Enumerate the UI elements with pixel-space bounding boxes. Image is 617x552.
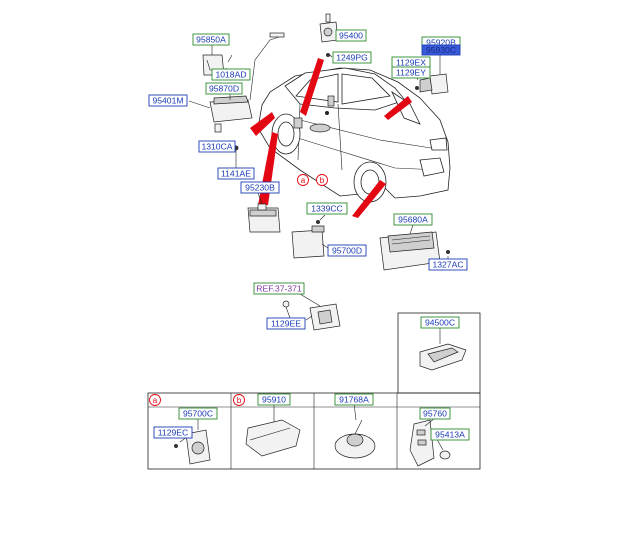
marker-b-car: b	[316, 174, 328, 186]
svg-text:95700C: 95700C	[183, 409, 213, 419]
part-label-94500c[interactable]: 94500C	[420, 316, 460, 329]
part-label-91768a[interactable]: 91768A	[334, 393, 374, 406]
key-fob-icon	[409, 419, 451, 467]
part-label-95870d[interactable]: 95870D	[205, 82, 243, 95]
svg-text:95401M: 95401M	[152, 96, 183, 106]
part-label-95930c-selected[interactable]: 95930C	[421, 44, 461, 56]
svg-text:1129EY: 1129EY	[396, 68, 426, 78]
part-label-1129ee[interactable]: 1129EE	[266, 317, 306, 330]
part-label-1249pg[interactable]: 1249PG	[332, 51, 372, 64]
svg-text:1129EE: 1129EE	[271, 319, 301, 329]
svg-text:a: a	[301, 176, 306, 185]
svg-text:95930C: 95930C	[426, 45, 456, 55]
svg-text:95910: 95910	[262, 395, 286, 405]
svg-text:1310CA: 1310CA	[201, 142, 232, 152]
part-label-95700d[interactable]: 95700D	[327, 244, 367, 257]
part-label-ref-37-371[interactable]: REF.37-371	[253, 282, 305, 295]
marker-b-cell: b	[233, 394, 245, 406]
part-label-95413a[interactable]: 95413A	[430, 428, 470, 441]
part-label-95700c[interactable]: 95700C	[178, 407, 218, 420]
svg-text:1141AE: 1141AE	[221, 169, 251, 179]
part-label-95910[interactable]: 95910	[257, 393, 291, 406]
module-95700d-part	[291, 225, 325, 259]
module-95401m-part	[209, 95, 253, 133]
part-label-95400[interactable]: 95400	[335, 29, 367, 42]
svg-text:1129EX: 1129EX	[396, 58, 426, 68]
part-label-1018ad[interactable]: 1018AD	[211, 68, 251, 81]
marker-a-cell: a	[149, 394, 161, 406]
svg-text:95870D: 95870D	[209, 84, 239, 94]
svg-text:95850A: 95850A	[196, 35, 226, 45]
relay-95230b-part	[247, 203, 281, 233]
sensor-95400-part	[319, 13, 339, 57]
detail-grid	[147, 312, 481, 470]
svg-text:1339CC: 1339CC	[311, 204, 343, 214]
svg-text:1129EC: 1129EC	[158, 428, 188, 438]
svg-text:95413A: 95413A	[435, 430, 465, 440]
svg-text:REF.37-371: REF.37-371	[256, 284, 302, 294]
handle-trim-icon	[419, 343, 467, 371]
svg-text:95700D: 95700D	[332, 246, 362, 256]
svg-text:95400: 95400	[339, 31, 363, 41]
svg-text:95760: 95760	[423, 409, 447, 419]
bolt-1339cc	[316, 220, 320, 224]
svg-text:94500C: 94500C	[425, 318, 455, 328]
module-95680a-part	[379, 231, 450, 271]
svg-text:1327AC: 1327AC	[432, 260, 463, 270]
sensor-icon	[174, 429, 211, 465]
part-label-1310ca[interactable]: 1310CA	[198, 140, 236, 153]
svg-text:b: b	[320, 176, 325, 185]
svg-text:1249PG: 1249PG	[336, 53, 368, 63]
svg-text:95230B: 95230B	[245, 183, 275, 193]
part-label-1141ae[interactable]: 1141AE	[217, 167, 255, 180]
marker-a-car: a	[297, 174, 309, 186]
svg-text:95920B: 95920B	[426, 38, 456, 48]
part-label-95680a[interactable]: 95680A	[393, 213, 433, 226]
svg-text:a: a	[153, 396, 158, 405]
grommet-icon	[334, 419, 376, 459]
svg-text:91768A: 91768A	[339, 395, 369, 405]
svg-text:1018AD: 1018AD	[215, 70, 246, 80]
part-label-1339cc[interactable]: 1339CC	[306, 202, 348, 215]
part-label-95401m[interactable]: 95401M	[148, 94, 188, 107]
airbag-module-icon	[245, 419, 301, 457]
part-label-1129ey[interactable]: 1129EY	[391, 66, 431, 79]
part-label-1327ac[interactable]: 1327AC	[428, 258, 468, 271]
part-label-1129ex[interactable]: 1129EX	[391, 56, 431, 69]
sensor-95920b-part	[415, 73, 449, 95]
part-label-1129ec[interactable]: 1129EC	[153, 426, 193, 439]
part-label-95230b[interactable]: 95230B	[240, 181, 280, 194]
svg-text:95680A: 95680A	[398, 215, 428, 225]
part-label-95760[interactable]: 95760	[419, 407, 451, 420]
bracket-ref-part	[282, 300, 341, 331]
part-label-95850a[interactable]: 95850A	[192, 33, 230, 46]
svg-text:b: b	[237, 396, 242, 405]
